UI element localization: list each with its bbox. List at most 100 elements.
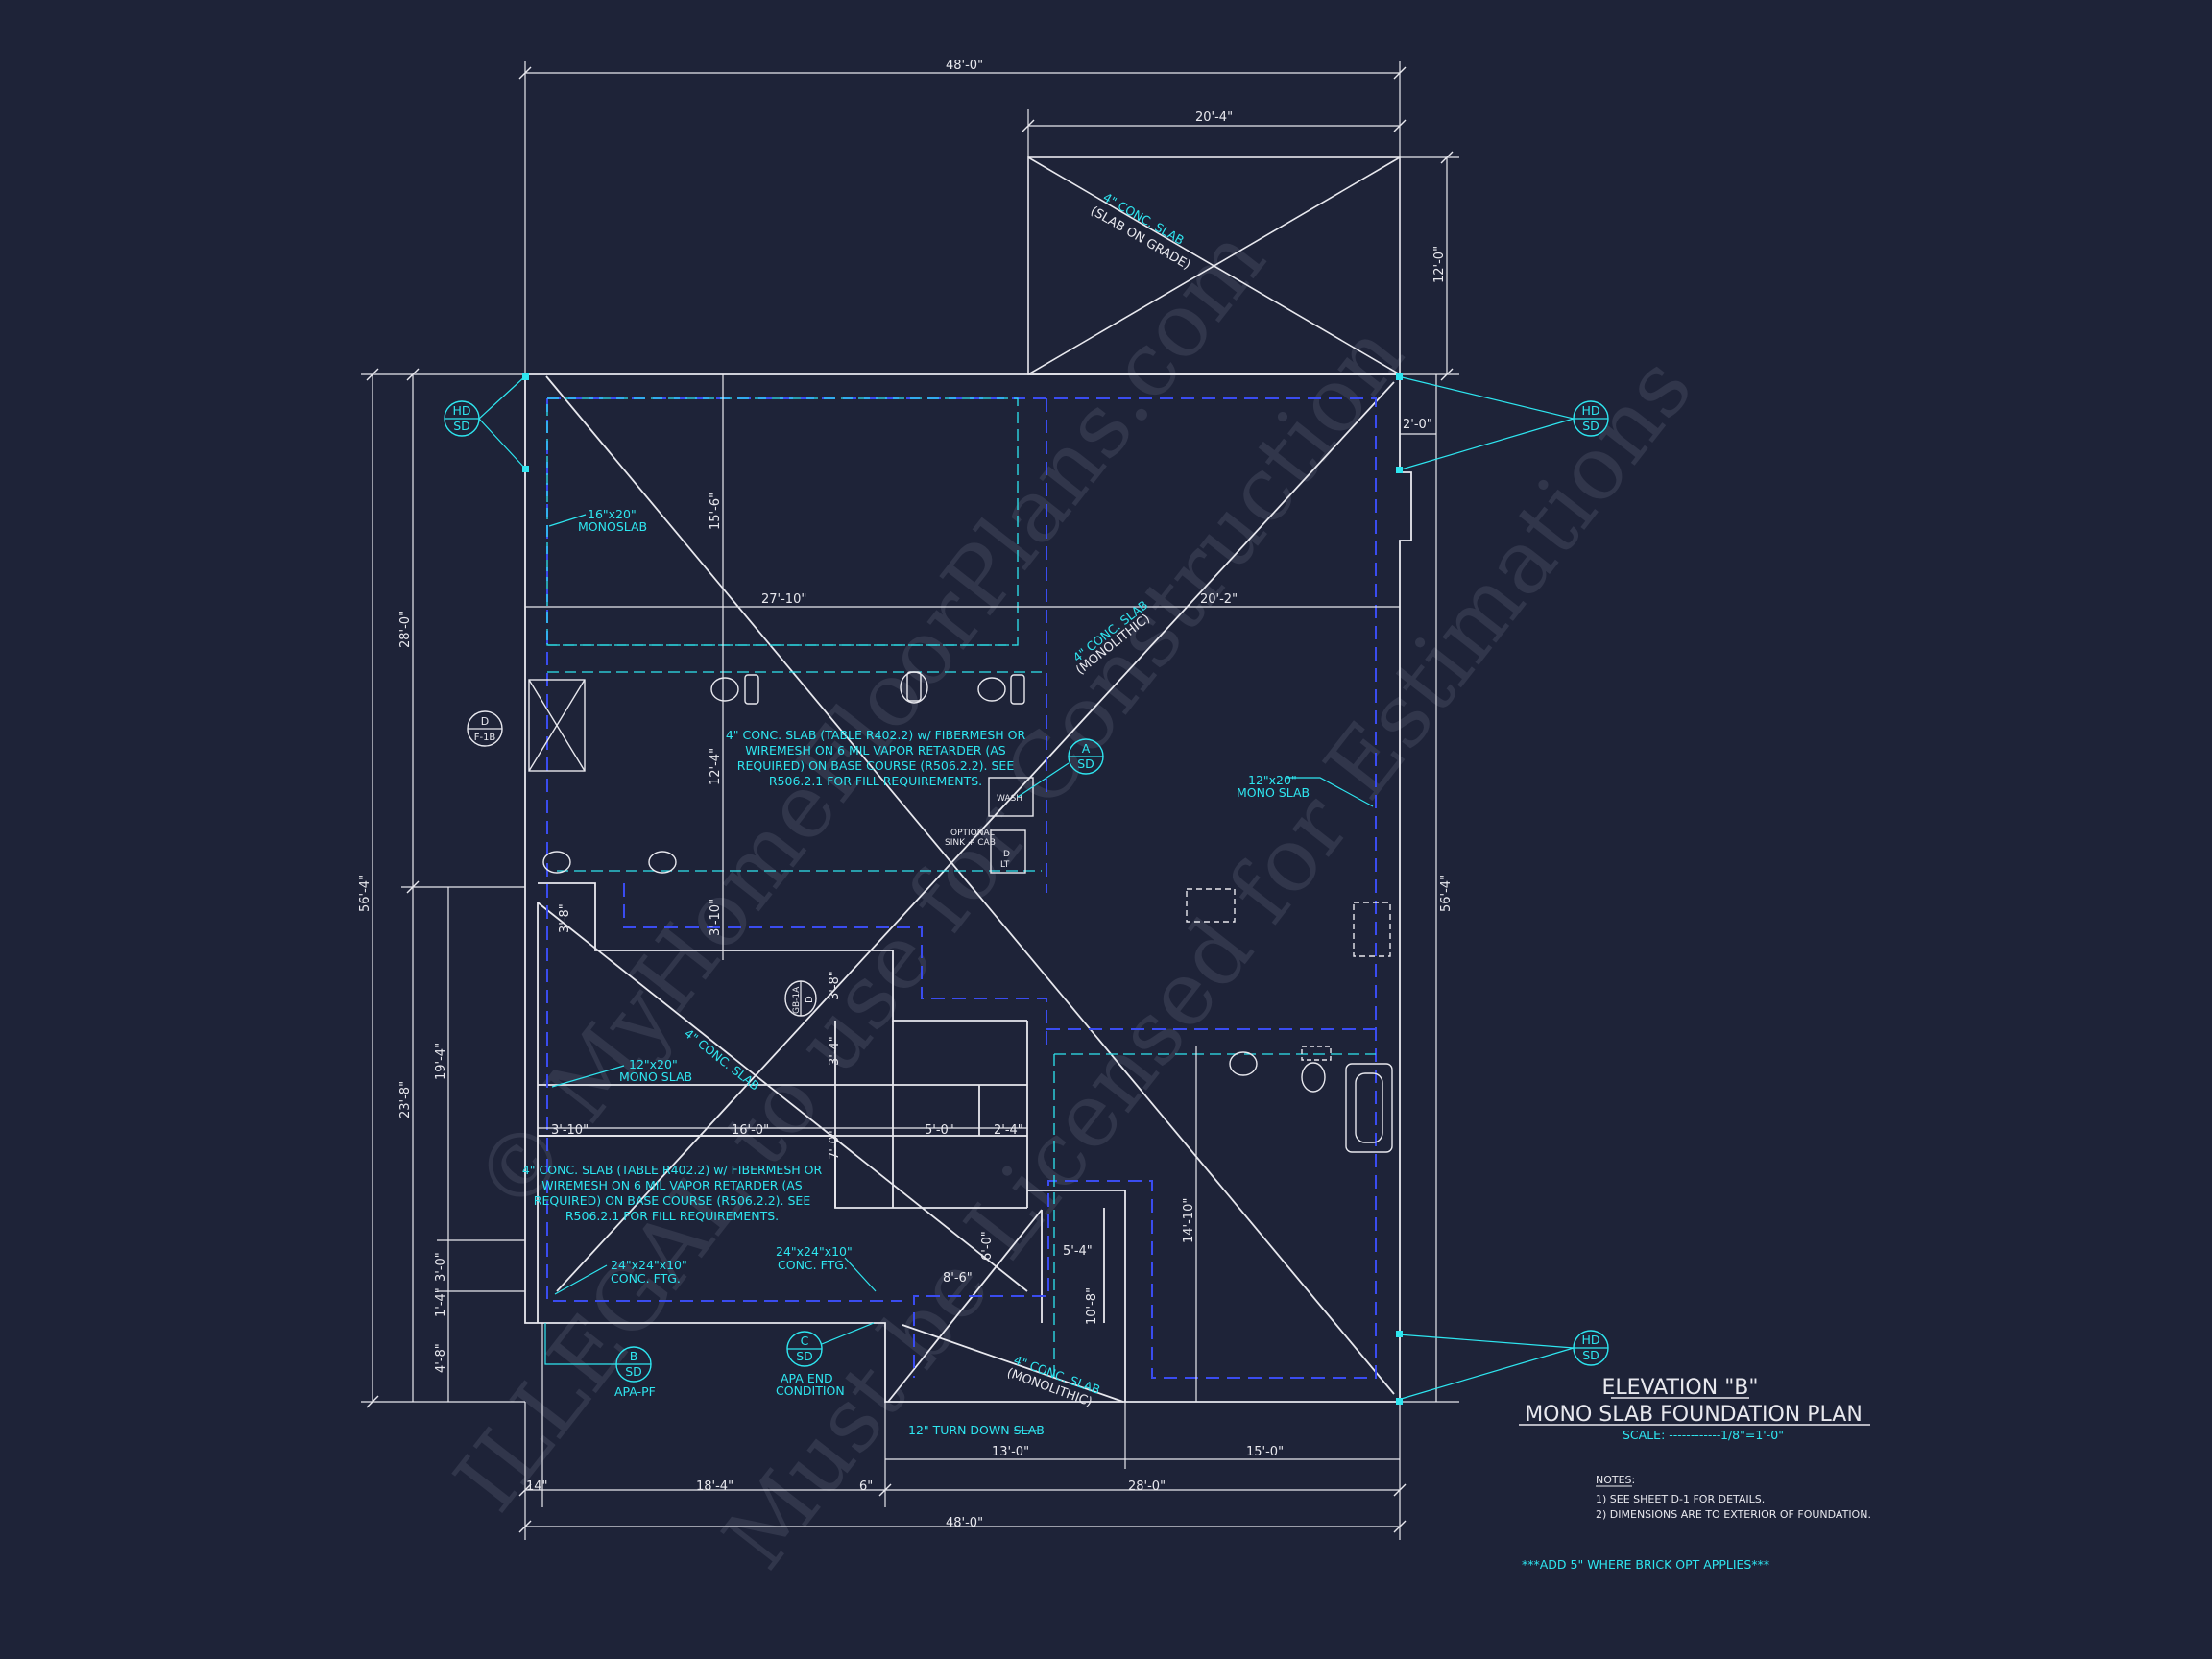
dim-left-a: 3'-0" <box>434 1252 448 1282</box>
detail-tag-gb: GB-1A D <box>784 980 817 1017</box>
slab-note-lower-1: 4" CONC. SLAB (TABLE R402.2) w/ FIBERMES… <box>522 1163 823 1177</box>
section-tag-c: C SD <box>786 1322 875 1367</box>
dim-bot-overall: 48'-0" <box>946 1516 983 1530</box>
dimension-lines <box>361 61 1459 1540</box>
title-line-1: ELEVATION "B" <box>1601 1376 1758 1400</box>
detail-tag-gb-left: GB-1A <box>792 986 802 1014</box>
dim-h-5-0: 5'-0" <box>925 1123 954 1138</box>
section-tag-a: A SD <box>1017 738 1104 798</box>
hd-tag-left-top: HD <box>452 403 470 418</box>
dim-h-2-4: 2'-4" <box>994 1123 1023 1138</box>
dim-left-porch: 19'-4" <box>434 1043 448 1080</box>
slab-note-upper: 4" CONC. SLAB (TABLE R402.2) w/ FIBERMES… <box>726 728 1026 788</box>
brick-note: ***ADD 5" WHERE BRICK OPT APPLIES*** <box>1522 1557 1769 1572</box>
hd-tag-left: HD SD <box>444 375 526 469</box>
slab-note-upper-1: 4" CONC. SLAB (TABLE R402.2) w/ FIBERMES… <box>726 728 1026 742</box>
slab-note-upper-2: WIREMESH ON 6 MIL VAPOR RETARDER (AS <box>745 743 1006 757</box>
dim-v-7-0: 7'-0" <box>828 1130 842 1160</box>
detail-tag-d: D F-1B <box>467 710 503 747</box>
hd-tag-rb-bottom: SD <box>1582 1348 1599 1362</box>
hidden-footings <box>546 397 1377 1379</box>
notes-heading: NOTES: <box>1596 1474 1635 1486</box>
detail-tag-gb-right: D <box>805 996 815 1003</box>
dim-bot-6: 6" <box>859 1479 873 1494</box>
ftg-right-2: CONC. FTG. <box>778 1258 848 1272</box>
notes-item-2: 2) DIMENSIONS ARE TO EXTERIOR OF FOUNDAT… <box>1596 1508 1871 1521</box>
dim-left-upper: 28'-0" <box>398 611 413 648</box>
dim-bot-28-0: 28'-0" <box>1128 1479 1166 1494</box>
hidden-footings-cyan <box>546 397 1376 1378</box>
dim-v-3-10: 3'-10" <box>709 899 723 936</box>
dim-h-5-4: 5'-4" <box>1063 1244 1093 1259</box>
dim-bot-18-4: 18'-4" <box>696 1479 733 1494</box>
dim-mid-right: 20'-2" <box>1200 592 1238 607</box>
hd-tag-right-bottom: HD SD <box>1397 1330 1609 1401</box>
monoslab-note-2: MONOSLAB <box>578 519 647 534</box>
dim-v-12-4: 12'-4" <box>709 748 723 785</box>
turn-down-note: 12" TURN DOWN SLAB <box>908 1423 1045 1437</box>
section-tag-a-bottom: SD <box>1077 757 1094 771</box>
general-notes: NOTES: 1) SEE SHEET D-1 FOR DETAILS. 2) … <box>1596 1474 1871 1521</box>
sink-cab-label: SINK + CAB <box>945 838 996 848</box>
dim-v-14-10: 14'-10" <box>1182 1198 1196 1243</box>
hd-tag-rb-top: HD <box>1581 1333 1599 1347</box>
slab-note-lower-4: R506.2.1 FOR FILL REQUIREMENTS. <box>565 1209 779 1223</box>
detail-tag-d-bottom: F-1B <box>474 733 496 743</box>
hold-down-markers <box>522 373 1403 1405</box>
apa-pf-label: APA-PF <box>614 1384 656 1399</box>
mono12-note-left-1: 12"x20" <box>629 1057 678 1071</box>
section-tag-c-bottom: SD <box>796 1349 813 1363</box>
dryer-label: D <box>1003 850 1010 859</box>
dim-h-13-0: 13'-0" <box>992 1445 1029 1459</box>
mono12-note-right-2: MONO SLAB <box>1237 785 1310 800</box>
detail-tag-d-top: D <box>481 715 489 728</box>
notes-item-1: 1) SEE SHEET D-1 FOR DETAILS. <box>1596 1493 1765 1505</box>
dim-garage-width: 20'-4" <box>1195 110 1233 125</box>
monoslab-note-1: 16"x20" <box>588 507 637 521</box>
dim-v-6-0: 6'-0" <box>980 1231 995 1261</box>
apa-end-label-1: APA END <box>781 1371 833 1385</box>
section-tag-b-top: B <box>630 1349 638 1363</box>
slab-note-lower-3: REQUIRED) ON BASE COURSE (R506.2.2). SEE <box>534 1193 811 1208</box>
porch-slab-note: 4" CONC. SLAB <box>682 1026 762 1094</box>
dim-bot-14: 14" <box>526 1479 548 1494</box>
dim-left-overall: 56'-4" <box>358 875 373 912</box>
dim-h-8-6: 8'-6" <box>943 1271 973 1286</box>
wash-label: WASH <box>997 794 1022 804</box>
ftg-left-2: CONC. FTG. <box>611 1271 681 1286</box>
dim-left-c: 4'-8" <box>434 1343 448 1373</box>
scale-value: 1/8"=1'-0" <box>1720 1428 1784 1442</box>
ftg-left-1: 24"x24"x10" <box>611 1258 687 1272</box>
hd-tag-left-bottom: SD <box>453 419 470 433</box>
slab-note-upper-3: REQUIRED) ON BASE COURSE (R506.2.2). SEE <box>737 758 1015 773</box>
title-line-2: MONO SLAB FOUNDATION PLAN <box>1525 1403 1863 1427</box>
dim-v-15-6: 15'-6" <box>709 493 723 530</box>
hd-tag-right-top: HD SD <box>1397 375 1609 471</box>
dim-left-b: 1'-4" <box>434 1287 448 1317</box>
dim-h-16-0: 16'-0" <box>732 1123 769 1138</box>
dim-h-3-10: 3'-10" <box>551 1123 589 1138</box>
hd-tag-rt-top: HD <box>1581 403 1599 418</box>
dim-v-3-8b: 3'-8" <box>828 971 842 1000</box>
title-block: ELEVATION "B" MONO SLAB FOUNDATION PLAN … <box>1519 1376 1870 1442</box>
foundation-outline <box>524 373 1412 1403</box>
dimension-ticks <box>366 66 1454 1533</box>
dim-v-10-8: 10'-8" <box>1085 1287 1099 1325</box>
dim-v-3-4: 3'-4" <box>828 1036 842 1066</box>
laundry-tub-label: LT <box>1000 860 1010 870</box>
ftg-right-1: 24"x24"x10" <box>776 1244 853 1259</box>
apa-end-label-2: CONDITION <box>776 1383 845 1398</box>
dim-right-overall: 56'-4" <box>1439 875 1454 912</box>
scale-label: SCALE: ------------ <box>1623 1428 1720 1442</box>
dim-mid-left: 27'-10" <box>761 592 806 607</box>
section-tag-b-bottom: SD <box>625 1364 642 1379</box>
mono12-note-right-1: 12"x20" <box>1248 773 1297 787</box>
slab-note-lower: 4" CONC. SLAB (TABLE R402.2) w/ FIBERMES… <box>522 1163 823 1223</box>
dim-right-jog: 2'-0" <box>1403 418 1432 432</box>
dim-garage-depth: 12'-0" <box>1432 246 1447 283</box>
dim-v-3-8a: 3'-8" <box>558 903 572 933</box>
slab-note-upper-4: R506.2.1 FOR FILL REQUIREMENTS. <box>769 774 982 788</box>
plumbing-fixtures <box>528 671 1393 1153</box>
section-tag-c-top: C <box>801 1334 809 1348</box>
section-tag-a-top: A <box>1082 741 1091 756</box>
